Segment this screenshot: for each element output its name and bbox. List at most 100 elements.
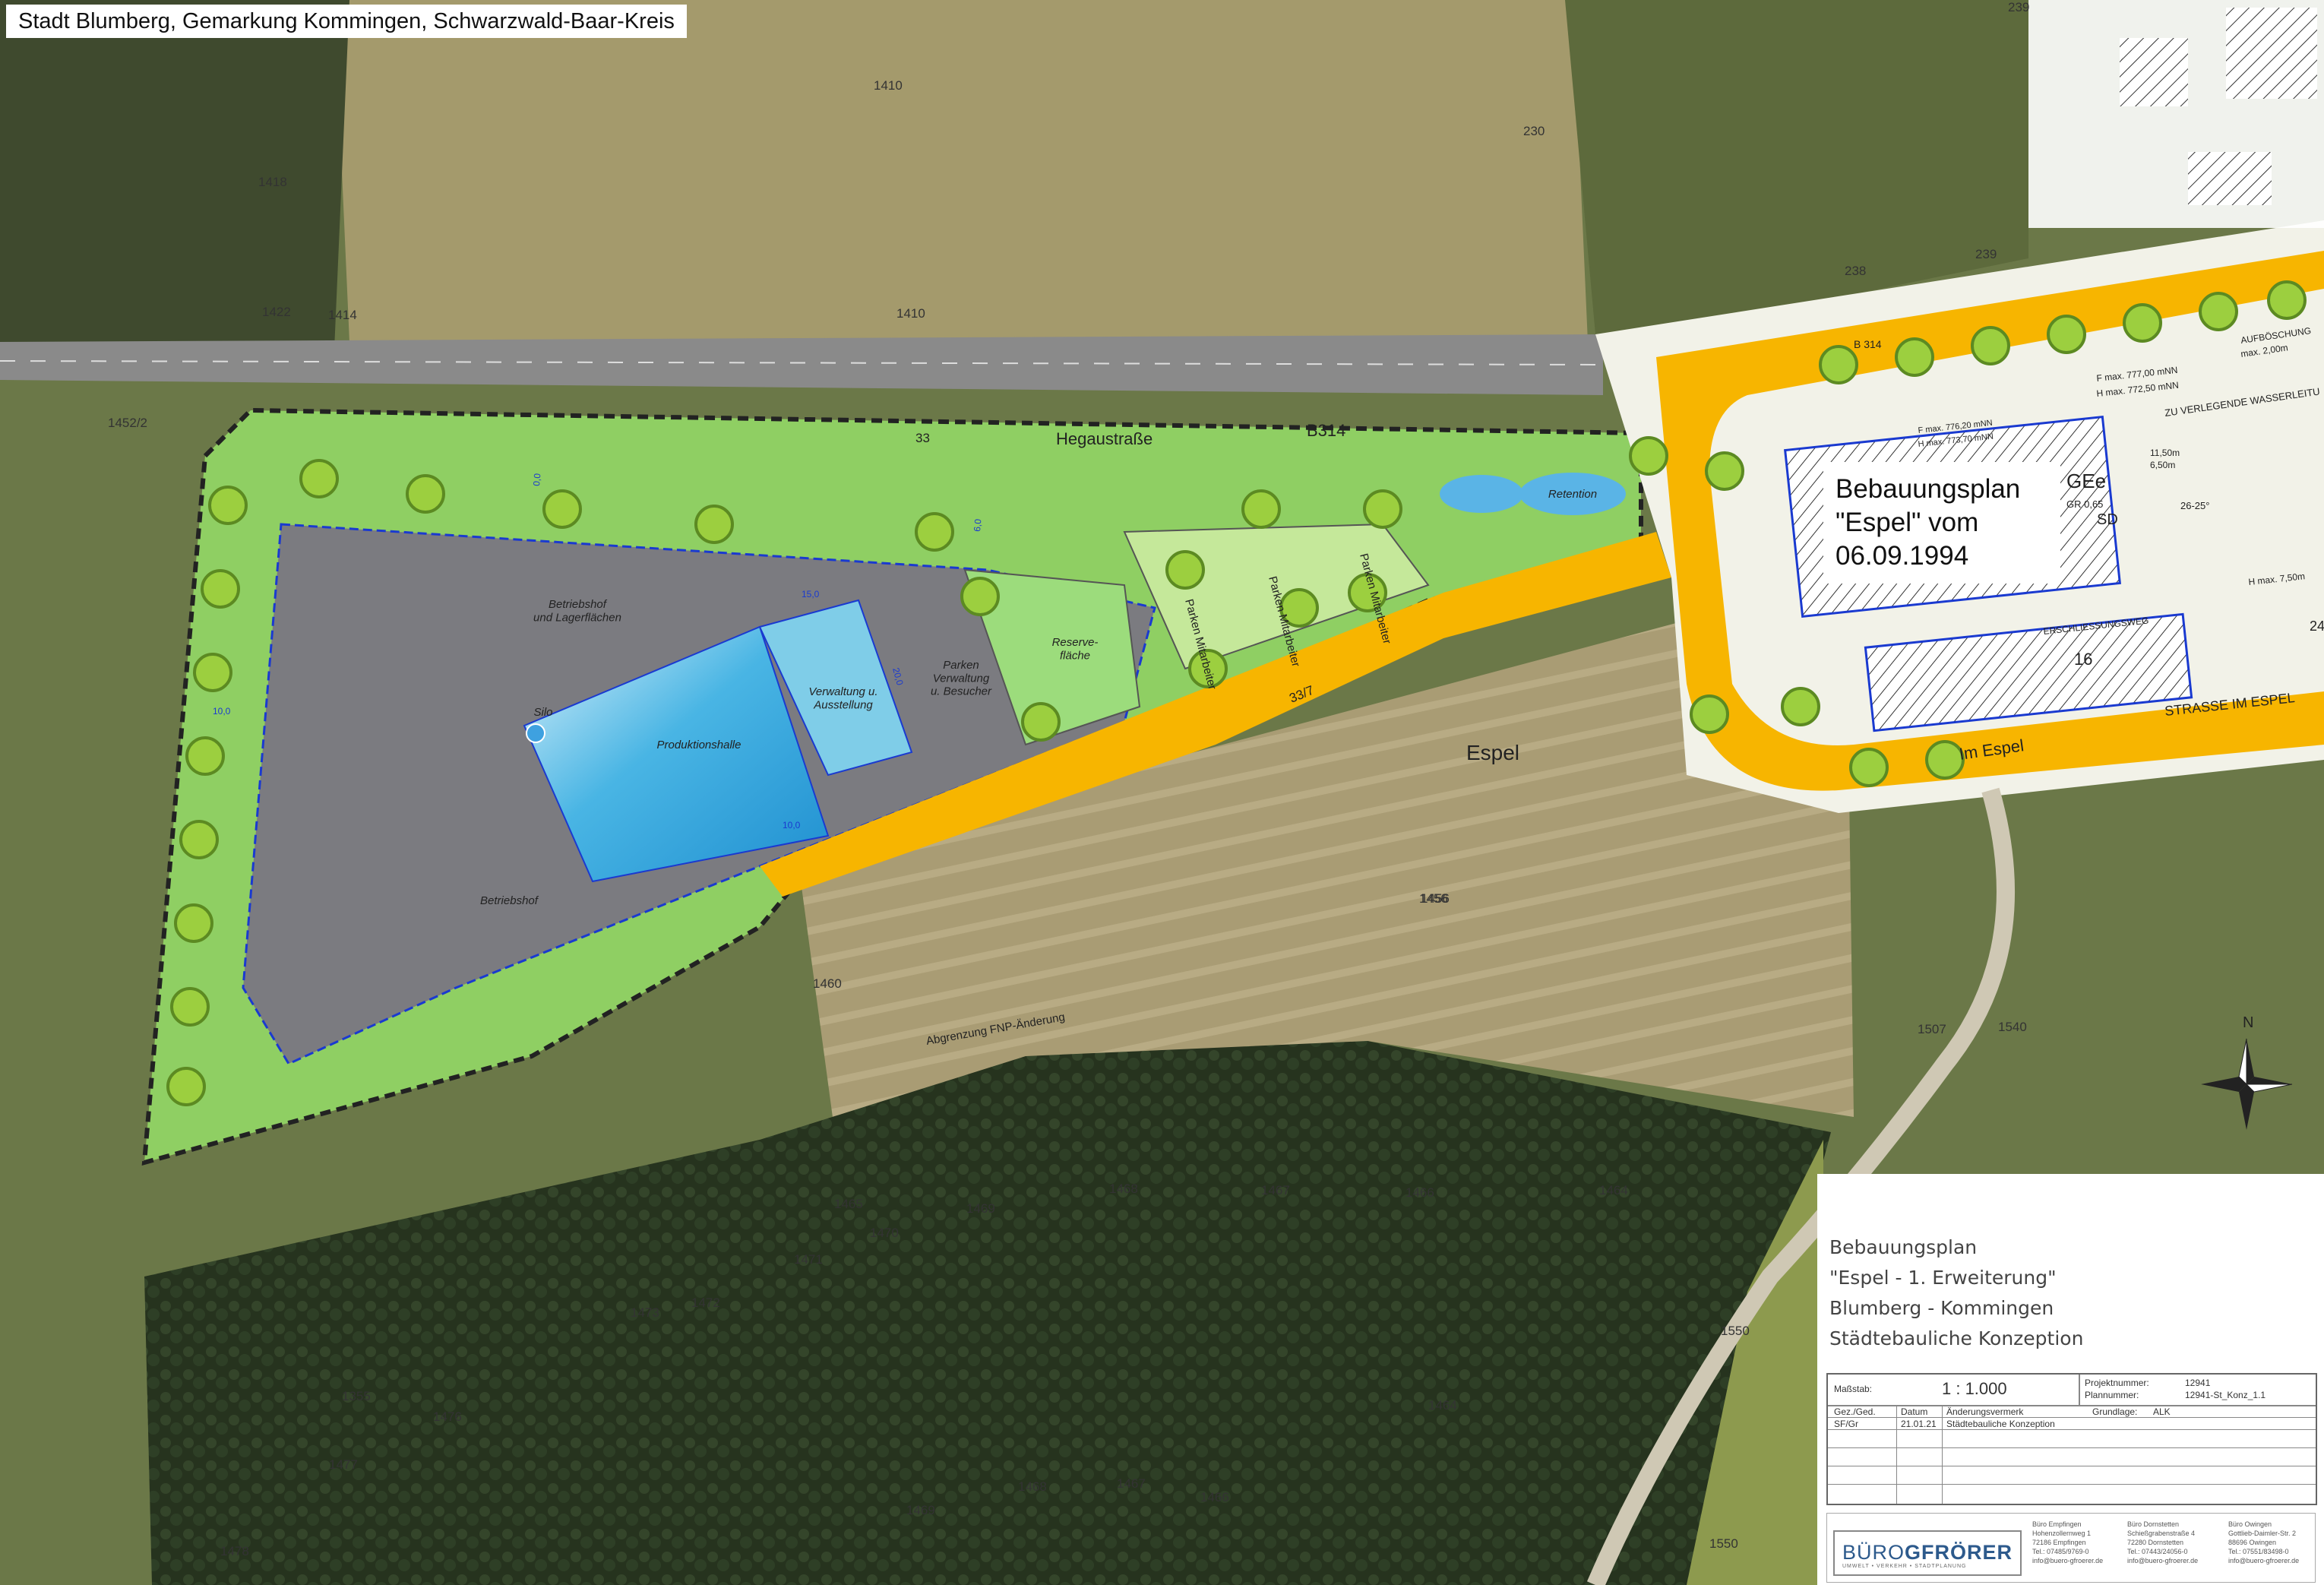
area-espel: Espel — [1466, 741, 1519, 764]
logo-subtitle: UMWELT • VERKEHR • STADTPLANUNG — [1842, 1564, 1967, 1569]
legend-project-line-2: "Espel - 1. Erweiterung" — [1829, 1267, 2057, 1289]
row-gez: SF/Gr — [1834, 1419, 1858, 1429]
row-datum: 21.01.21 — [1901, 1419, 1937, 1429]
plannummer-label: Plannummer: — [2085, 1390, 2139, 1400]
tree — [2123, 303, 2162, 343]
area-produktionshalle: Produktionshalle — [657, 739, 741, 751]
tree — [1690, 694, 1729, 734]
tree — [1925, 740, 1965, 780]
dim-10: 10,0 — [213, 706, 231, 717]
tree-rows — [166, 280, 2307, 1106]
col-grundlage: Grundlage: — [2092, 1406, 2138, 1417]
bp-line-2: "Espel" vom — [1835, 508, 1979, 537]
tree — [193, 653, 232, 692]
legend-project-line-1: Bebauungsplan — [1829, 1236, 1978, 1258]
col-aenderung: Änderungsvermerk — [1946, 1406, 2024, 1417]
parcel-number: 1410 — [896, 306, 925, 321]
tree — [1165, 550, 1205, 590]
parcel-number: 1460 — [813, 976, 842, 991]
existing-building-2 — [1864, 612, 2193, 732]
parcel-number: 1507 — [1918, 1022, 1946, 1036]
tree — [2199, 292, 2238, 331]
area-reserveflaeche: fläche — [1060, 649, 1090, 662]
parcel-number: 1468 — [1109, 1182, 1138, 1196]
tree — [1363, 489, 1402, 529]
parcel-number: 1550 — [1721, 1324, 1750, 1338]
hegaustrasse-road — [0, 334, 1603, 395]
parcel-number: 239 — [1975, 247, 1997, 261]
projektnummer: 12941 — [2185, 1378, 2211, 1388]
annot-2625: 26-25° — [2180, 500, 2209, 511]
dim-15: 15,0 — [802, 589, 820, 600]
forest — [144, 1041, 1831, 1585]
legend-panel: Bebauungsplan "Espel - 1. Erweiterung" B… — [1817, 1174, 2324, 1585]
parcel-number: 1467 — [1261, 1183, 1290, 1197]
area-verwaltung: Ausstellung — [813, 698, 873, 711]
parcel-number: 1471 — [794, 1252, 823, 1267]
parcel-number: 1465 — [834, 1197, 863, 1211]
parcel-number: 1476 — [433, 1409, 462, 1424]
parcel-number: 1456 — [1419, 891, 1448, 906]
area-parken-besucher: u. Besucher — [931, 685, 992, 698]
tree — [2267, 280, 2307, 320]
parcel-number: 1410 — [874, 78, 903, 93]
parcel-number: 238 — [1845, 264, 1866, 278]
tree — [694, 505, 734, 544]
annot-246: 246 — [2310, 618, 2324, 634]
office-owingen: Büro Owingen Gottlieb-Daimler-Str. 2 886… — [2228, 1520, 2300, 1564]
office-empfingen: Büro Empfingen Hohenzollernweg 1 72186 E… — [2032, 1520, 2104, 1564]
north-arrow-icon — [2201, 1038, 2293, 1130]
access-road-yellow — [760, 532, 1671, 897]
verwaltung-building — [758, 599, 913, 777]
annot-sd: SD — [2097, 511, 2118, 528]
area-verwaltung: Verwaltung u. — [808, 685, 877, 698]
area-parken-besucher: Parken — [943, 659, 979, 672]
parcel-number: 1466 — [1405, 1185, 1434, 1200]
tree — [1279, 588, 1319, 628]
tree — [299, 459, 339, 498]
parcel-number: 1467 — [1117, 1476, 1146, 1491]
road-label-b314: B314 — [1307, 421, 1345, 440]
parcel-number: 1472 — [691, 1296, 720, 1310]
tree — [1895, 337, 1934, 377]
map-title: Stadt Blumberg, Gemarkung Kommingen, Sch… — [6, 5, 687, 38]
quarry-area — [1565, 0, 2028, 334]
annot-16: 16 — [2074, 650, 2092, 669]
reserveflaeche — [963, 568, 1141, 746]
parcel-number: 1418 — [258, 175, 287, 189]
title-block: Maßstab: 1 : 1.000 Projektnummer: 12941 … — [1826, 1373, 2317, 1505]
tree — [2047, 315, 2086, 354]
parcel-number: 1456 — [1421, 891, 1450, 906]
espel-ring-road — [1656, 251, 2324, 791]
logo-text: BÜROGFRÖRER — [1842, 1541, 2013, 1564]
tree — [185, 736, 225, 776]
parcel-number: 1477 — [329, 1457, 358, 1472]
massstab-label: Maßstab: — [1834, 1384, 1873, 1394]
parcel-number: 239 — [2008, 0, 2029, 14]
dim-0: 0,0 — [531, 473, 542, 486]
projektnummer-label: Projektnummer: — [2085, 1378, 2149, 1388]
tree — [1021, 702, 1061, 742]
tree — [1705, 451, 1744, 491]
row-vermerk: Städtebauliche Konzeption — [1946, 1419, 2055, 1429]
tree — [542, 489, 582, 529]
tree — [170, 987, 210, 1027]
parcel-number: 1478 — [220, 1544, 249, 1558]
annot-ge: GEe — [2066, 470, 2106, 492]
parcel-number: 1464 — [1428, 1398, 1457, 1413]
road-label-33: 33 — [915, 431, 930, 445]
parcel-number: 1469 — [906, 1503, 935, 1517]
upper-left-field — [0, 0, 349, 350]
parcel-number: 1422 — [262, 305, 291, 319]
area-betriebshof-lager: und Lagerflächen — [533, 611, 621, 624]
tree — [179, 820, 219, 859]
tree — [201, 569, 240, 609]
parcel-number: 1470 — [870, 1226, 899, 1240]
parcel-number: 1468 — [1018, 1479, 1047, 1494]
tree — [1188, 649, 1228, 688]
tree — [208, 486, 248, 525]
legend-project-line-4: Städtebauliche Konzeption — [1829, 1327, 2084, 1349]
tree — [1629, 436, 1668, 476]
parcel-number: 1464 — [1599, 1183, 1628, 1197]
parcel-number: 1473 — [631, 1305, 659, 1320]
